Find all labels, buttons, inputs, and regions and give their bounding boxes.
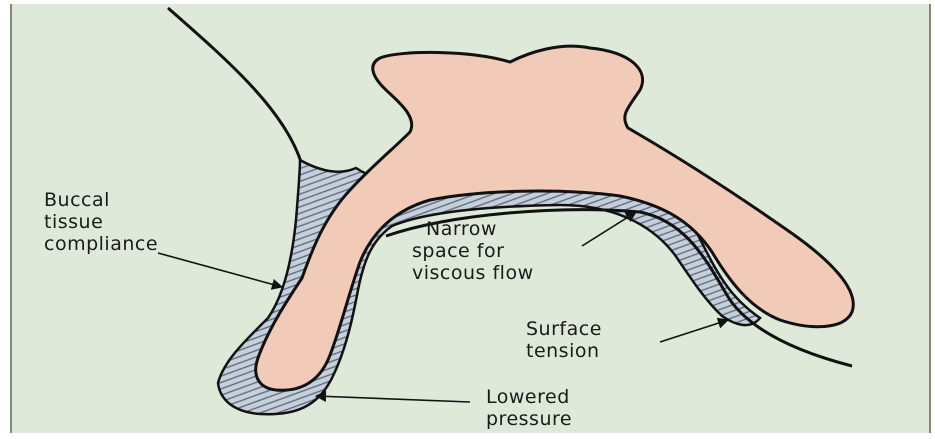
label-surface-tension: Surface tension — [526, 318, 602, 362]
label-buccal-tissue-compliance: Buccal tissue compliance — [44, 189, 158, 255]
label-lowered-pressure: Lowered pressure — [486, 386, 572, 430]
label-buccal-line-2: tissue — [44, 211, 158, 233]
label-surface-line-2: tension — [526, 340, 602, 362]
arrow-buccal — [158, 253, 282, 287]
arrow-lowered — [316, 396, 470, 402]
label-surface-line-1: Surface — [526, 318, 602, 340]
label-narrow-space: Narrow space for viscous flow — [412, 218, 534, 284]
arrow-surface — [660, 320, 728, 342]
label-lowered-line-2: pressure — [486, 408, 572, 430]
label-narrow-line-3: viscous flow — [412, 262, 534, 284]
arrow-narrow — [582, 212, 636, 246]
label-buccal-line-3: compliance — [44, 233, 158, 255]
label-narrow-line-2: space for — [412, 240, 534, 262]
label-lowered-line-1: Lowered — [486, 386, 572, 408]
label-narrow-line-1: Narrow — [412, 218, 534, 240]
label-buccal-line-1: Buccal — [44, 189, 158, 211]
